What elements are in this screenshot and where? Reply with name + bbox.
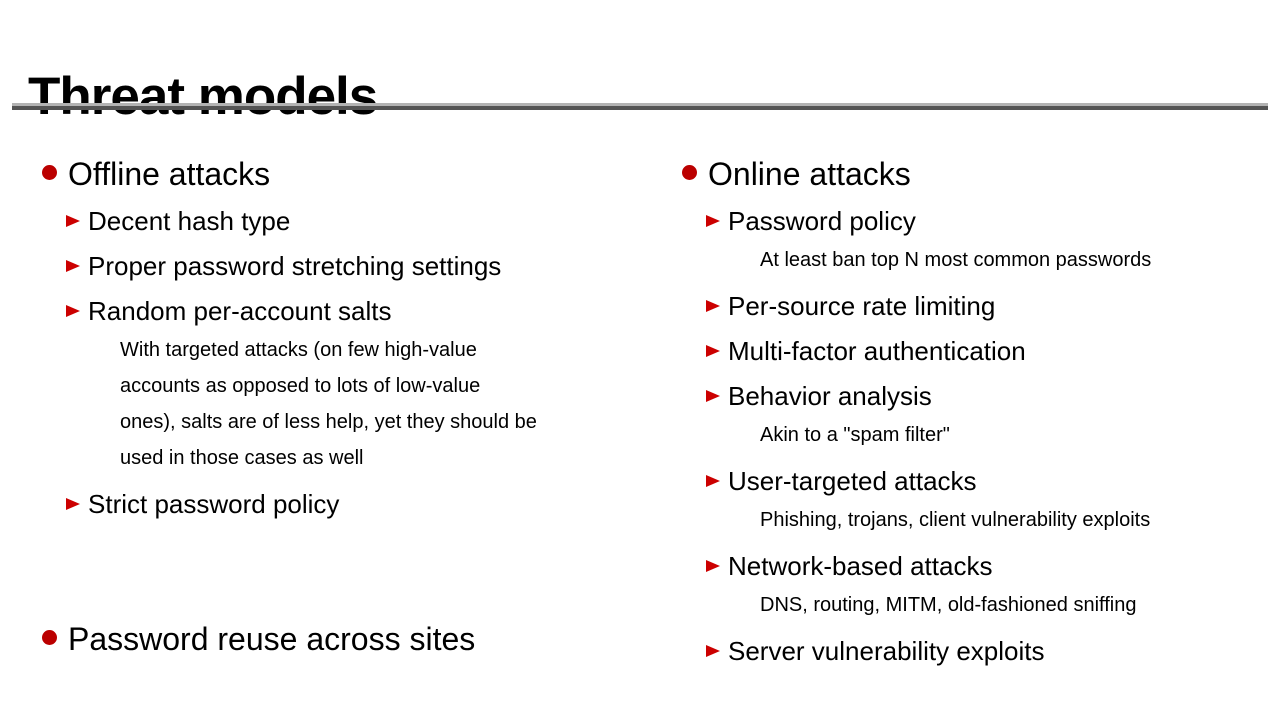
level1-text: Offline attacks	[68, 156, 271, 192]
bullet-item-level2: Per-source rate limiting	[682, 290, 1278, 323]
bullet-item-level1: Offline attacks	[42, 155, 638, 193]
note-item-level3: Phishing, trojans, client vulnerability …	[682, 502, 1278, 538]
bullet-triangle-icon	[706, 390, 720, 402]
level3-text-line: Phishing, trojans, client vulnerability …	[760, 509, 1151, 531]
level2-text: Strict password policy	[88, 489, 340, 519]
bullet-triangle-icon	[706, 300, 720, 312]
bullet-item-level2: Behavior analysis	[682, 380, 1278, 413]
bullet-group: Password reuse across sites	[42, 620, 638, 658]
bullet-item-level2: Password policy	[682, 205, 1278, 238]
bullet-triangle-icon	[706, 215, 720, 227]
bullet-circle-icon	[682, 165, 697, 180]
bullet-item-level2: Proper password stretching settings	[42, 250, 638, 283]
level3-text-line: ones), salts are of less help, yet they …	[120, 411, 537, 433]
bullet-triangle-icon	[706, 645, 720, 657]
level2-text: Server vulnerability exploits	[728, 636, 1045, 666]
bullet-item-level2: Decent hash type	[42, 205, 638, 238]
bullet-triangle-icon	[66, 215, 80, 227]
bullet-triangle-icon	[66, 260, 80, 272]
level2-text: Random per-account salts	[88, 296, 392, 326]
level2-text: Network-based attacks	[728, 551, 993, 581]
level2-text: Multi-factor authentication	[728, 336, 1026, 366]
level2-text: Password policy	[728, 206, 916, 236]
bullet-triangle-icon	[66, 305, 80, 317]
level3-text-line: DNS, routing, MITM, old-fashioned sniffi…	[760, 594, 1137, 616]
level2-text: Per-source rate limiting	[728, 291, 996, 321]
level1-text: Password reuse across sites	[68, 621, 476, 657]
bullet-item-level1: Password reuse across sites	[42, 620, 638, 658]
bullet-item-level2: Server vulnerability exploits	[682, 635, 1278, 668]
level2-text: User-targeted attacks	[728, 466, 977, 496]
note-item-level3: Akin to a "spam filter"	[682, 417, 1278, 453]
level3-text-line: Akin to a "spam filter"	[760, 424, 950, 446]
bullet-item-level2: Network-based attacks	[682, 550, 1278, 583]
bullet-triangle-icon	[66, 498, 80, 510]
bullet-item-level2: User-targeted attacks	[682, 465, 1278, 498]
note-item-level3: DNS, routing, MITM, old-fashioned sniffi…	[682, 587, 1278, 623]
level3-text-line: With targeted attacks (on few high-value	[120, 339, 477, 361]
level3-text-line: accounts as opposed to lots of low-value	[120, 375, 481, 397]
bullet-item-level1: Online attacks	[682, 155, 1278, 193]
note-item-level3: With targeted attacks (on few high-value…	[42, 332, 638, 476]
level3-text-line: used in those cases as well	[120, 447, 364, 469]
bullet-item-level2: Strict password policy	[42, 488, 638, 521]
bullet-triangle-icon	[706, 475, 720, 487]
slide-title: Threat models	[28, 66, 378, 126]
bullet-triangle-icon	[706, 345, 720, 357]
bullet-circle-icon	[42, 165, 57, 180]
note-item-level3: At least ban top N most common passwords	[682, 242, 1278, 278]
level2-text: Behavior analysis	[728, 381, 932, 411]
level3-text-line: At least ban top N most common passwords	[760, 249, 1152, 271]
bullet-item-level2: Multi-factor authentication	[682, 335, 1278, 368]
title-divider	[12, 103, 1268, 110]
level1-text: Online attacks	[708, 156, 911, 192]
level2-text: Decent hash type	[88, 206, 291, 236]
level2-text: Proper password stretching settings	[88, 251, 502, 281]
bullet-item-level2: Random per-account salts	[42, 295, 638, 328]
bullet-triangle-icon	[706, 560, 720, 572]
bullet-circle-icon	[42, 630, 57, 645]
